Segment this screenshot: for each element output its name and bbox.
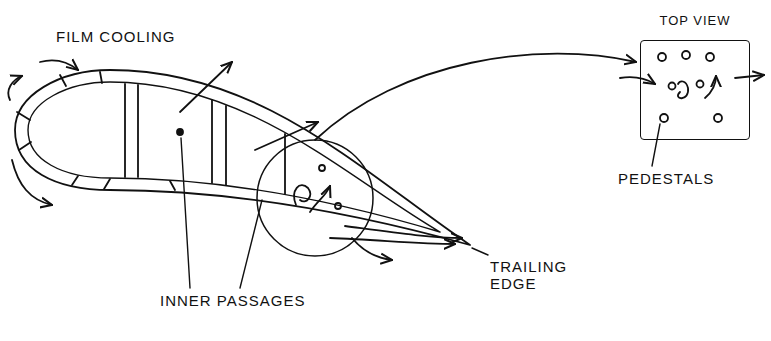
leader-line <box>240 200 262 288</box>
rib <box>124 84 126 177</box>
flow-arrow <box>8 76 22 100</box>
pedestal <box>682 51 690 59</box>
leader-line <box>472 248 488 255</box>
flow-arrow <box>352 238 392 260</box>
leader-line <box>181 138 190 288</box>
flow-arrow <box>12 160 52 205</box>
rib <box>284 134 286 194</box>
flow-arrow <box>620 77 655 84</box>
rib <box>137 85 139 177</box>
cooling-hole <box>19 142 31 150</box>
pedestal <box>669 83 676 90</box>
cooling-hole <box>72 176 78 185</box>
pedestal <box>319 165 325 171</box>
pedestal <box>658 53 666 61</box>
cooling-hole <box>17 112 30 120</box>
pedestal <box>697 81 704 88</box>
inner-wall <box>28 82 440 232</box>
part-label: TRAILING EDGE <box>490 258 585 293</box>
part-label: FILM COOLING <box>56 28 176 45</box>
swirl <box>678 81 688 98</box>
swirl <box>294 185 310 205</box>
rib <box>211 100 213 183</box>
cooling-hole <box>60 75 66 86</box>
cooling-hole <box>104 179 110 189</box>
cooling-hole <box>170 181 175 190</box>
zoom-leader <box>315 54 636 140</box>
passage-dot <box>177 129 183 135</box>
flow-arrow <box>255 122 318 150</box>
part-label: PEDESTALS <box>618 170 714 187</box>
pedestal <box>706 53 714 61</box>
rib <box>225 106 227 185</box>
cooling-hole <box>100 72 102 83</box>
swirl <box>310 186 330 212</box>
flow-arrow <box>40 60 78 70</box>
airfoil-outline <box>15 70 470 245</box>
flow-arrow <box>705 76 716 98</box>
leader-line <box>652 124 660 166</box>
flow-arrow <box>180 62 232 112</box>
pedestal <box>714 114 722 122</box>
pedestal <box>335 203 341 209</box>
part-label: INNER PASSAGES <box>160 292 305 309</box>
view-heading: TOP VIEW <box>659 13 730 28</box>
flow-arrow <box>330 238 455 244</box>
zoom-circle <box>257 140 373 256</box>
top-view-box: TOP VIEW <box>640 40 750 140</box>
pedestal <box>660 114 668 122</box>
